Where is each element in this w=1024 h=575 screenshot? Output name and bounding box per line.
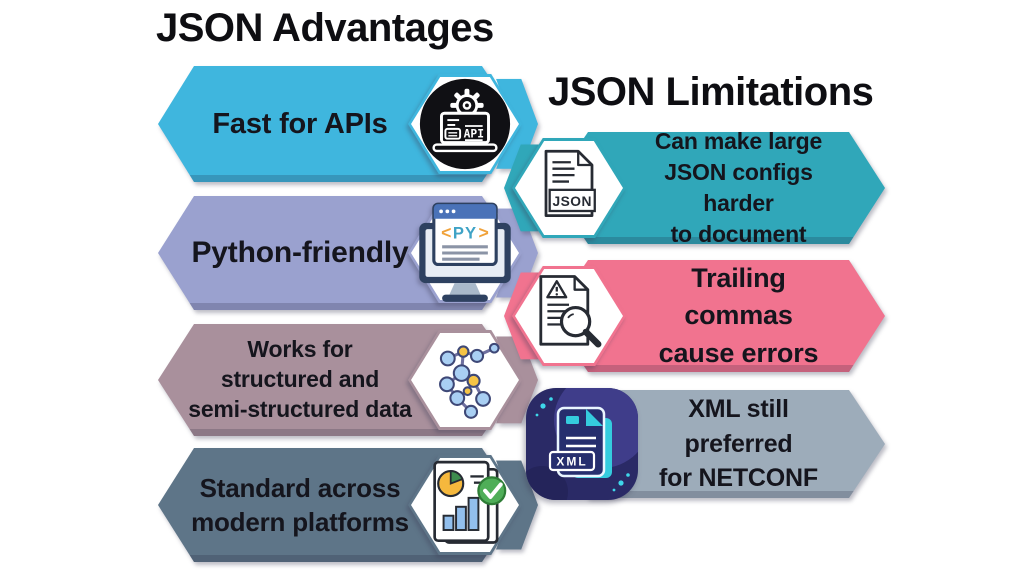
python-monitor-glyph: < PY > bbox=[419, 202, 511, 302]
check-circle-icon bbox=[477, 476, 507, 506]
py-bracket-close: > bbox=[479, 222, 489, 242]
advantage-banner-fast-for-apis: Fast for APIs bbox=[158, 66, 538, 182]
json-file-glyph: JSON bbox=[544, 149, 596, 217]
banner-label: Trailing commas cause errors bbox=[658, 263, 819, 368]
magnifier-icon bbox=[559, 305, 592, 338]
banner-label: Can make large JSON configs harder to do… bbox=[654, 128, 823, 247]
gear-icon bbox=[450, 88, 484, 123]
banner-bottom-shade bbox=[158, 429, 520, 436]
molecule-network-icon bbox=[408, 330, 522, 430]
banner-bottom-shade bbox=[158, 303, 520, 310]
banner-bottom-shade bbox=[158, 555, 520, 562]
limitation-banner-xml-netconf: XML still preferred for NETCONF bbox=[526, 388, 885, 500]
banner-bottom-shade bbox=[550, 237, 885, 244]
advantage-banner-python-friendly: Python-friendly < PY > bbox=[158, 196, 538, 310]
banner-label: Python-friendly bbox=[191, 236, 409, 269]
banner-bottom-shade bbox=[158, 175, 520, 182]
molecule-glyph bbox=[439, 342, 500, 419]
py-bracket-open: < bbox=[441, 222, 451, 242]
error-scan-document-glyph bbox=[539, 275, 602, 348]
laptop-api-glyph: API bbox=[419, 78, 511, 170]
charts-report-glyph bbox=[433, 460, 507, 544]
advantage-banner-structured-data: Works for structured and semi-structured… bbox=[158, 324, 538, 436]
advantage-banner-standard-platforms: Standard across modern platforms bbox=[158, 448, 538, 562]
api-icon-text: API bbox=[464, 128, 484, 141]
json-file-icon: JSON bbox=[512, 138, 626, 238]
charts-report-icon bbox=[408, 455, 522, 555]
xml-file-glyph: XML bbox=[526, 388, 638, 500]
xml-file-icon: XML bbox=[526, 388, 638, 500]
limitation-banner-configs-documentation: Can make large JSON configs harder to do… bbox=[504, 128, 885, 247]
decor-dots bbox=[535, 397, 630, 492]
error-scan-document-icon bbox=[512, 266, 626, 366]
python-code-monitor-icon: < PY > bbox=[408, 202, 522, 303]
bar-chart-glyph bbox=[442, 496, 480, 531]
banner-label: Fast for APIs bbox=[212, 107, 388, 140]
json-icon-text: JSON bbox=[553, 194, 592, 209]
advantages-title: JSON Advantages bbox=[156, 6, 494, 50]
banner-label: Standard across modern platforms bbox=[191, 472, 409, 537]
banner-label: Works for structured and semi-structured… bbox=[188, 336, 412, 422]
banner-bottom-shade bbox=[550, 491, 885, 498]
xml-icon-text: XML bbox=[556, 455, 587, 469]
py-icon-text: PY bbox=[453, 223, 477, 242]
banner-bottom-shade bbox=[550, 365, 885, 372]
laptop-api-icon: API bbox=[408, 74, 522, 174]
limitation-banner-trailing-commas: Trailing commas cause errors bbox=[504, 260, 885, 372]
limitations-title: JSON Limitations bbox=[548, 70, 874, 114]
banner-label: XML still preferred for NETCONF bbox=[659, 395, 818, 493]
